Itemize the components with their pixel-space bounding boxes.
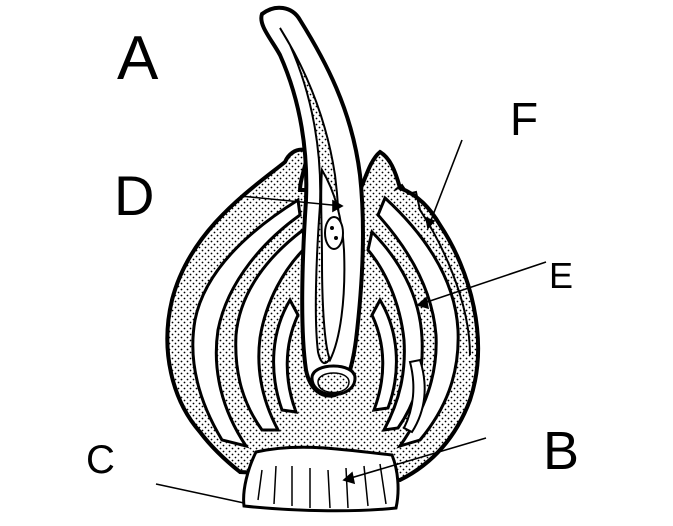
pointer-arrow-d <box>332 199 344 213</box>
pointer-line-f <box>427 139 463 229</box>
label-c: C <box>86 438 115 482</box>
label-a: A <box>117 24 159 93</box>
label-b: B <box>543 421 580 481</box>
pointer-arrow-f <box>424 216 436 230</box>
pointer-line-c <box>155 483 245 504</box>
pointer-line-d <box>239 195 343 207</box>
pointer-lines <box>155 139 547 504</box>
pointer-arrow-b <box>342 471 356 485</box>
pointer-line-e <box>417 261 547 306</box>
outer-skin <box>394 183 471 356</box>
label-d: D <box>114 164 155 227</box>
pointer-arrow-e <box>416 296 430 310</box>
label-e: E <box>549 255 574 296</box>
scale-leaves <box>191 195 460 449</box>
basal-plate <box>242 445 400 513</box>
growing-point <box>310 216 357 396</box>
pointer-line-b <box>343 437 487 481</box>
label-f: F <box>510 93 539 145</box>
